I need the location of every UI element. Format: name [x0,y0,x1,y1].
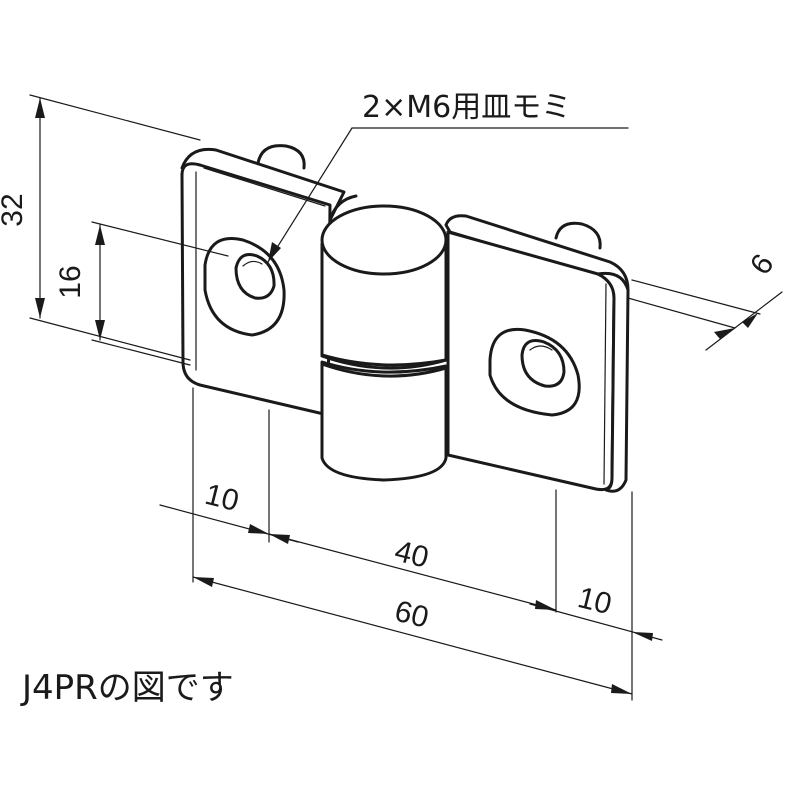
dimension-label-16: 16 [54,265,87,298]
dimension-thickness-6: 6 [627,248,783,351]
hole-note-text: 2×M6用皿モミ [362,90,571,125]
dimension-label-6: 6 [744,248,781,281]
hole-note-leader: 2×M6用皿モミ [267,90,629,263]
caption-text: J4PRの図です [22,668,234,708]
dimension-label-left-10: 10 [202,478,242,518]
dimension-height-32: 32 [0,94,201,361]
left-countersunk-hole [203,237,286,337]
right-countersunk-hole [488,327,581,417]
dimension-label-right-10: 10 [575,581,615,621]
dimension-height-16: 16 [54,221,229,366]
dimension-label-60: 60 [391,595,431,635]
bottom-dimensions: 10 40 10 60 [159,387,663,701]
hinge-knuckle [320,194,448,482]
dimension-label-32: 32 [0,193,29,226]
dimension-label-40: 40 [391,535,431,575]
right-leaf [444,214,630,493]
